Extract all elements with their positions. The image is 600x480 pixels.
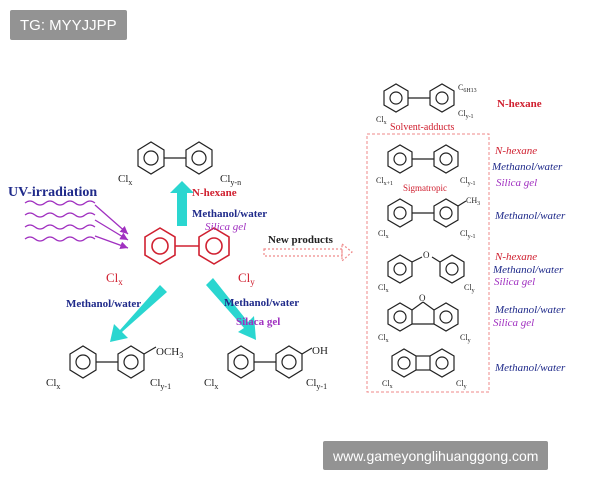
left-product-och3: OCH3 <box>156 346 183 360</box>
row-4-cond-1: Methanol/water <box>494 304 566 316</box>
center-cl-right: Cly <box>238 270 255 287</box>
row-1-cl-left: Clx+1 <box>376 176 393 187</box>
row-4-bridge-o: O <box>419 293 426 303</box>
left-product-molecule: OCH3 Clx Cly-1 <box>46 345 183 391</box>
row-2-ch3: CH3 <box>466 196 480 207</box>
arrow-down-right <box>206 278 256 340</box>
new-products-box <box>366 133 490 393</box>
adduct-cl-right: Cly-1 <box>458 109 474 120</box>
row-2-cl-right: Cly-1 <box>460 229 476 240</box>
center-cl-left: Clx <box>106 270 123 287</box>
row-5-cond-1: Methanol/water <box>494 362 566 374</box>
row-3-cond-1: N-hexane <box>494 251 537 263</box>
row-2-cond-1: Methanol/water <box>494 210 566 222</box>
adduct-cond-hexane: N-hexane <box>497 98 542 110</box>
adduct-cl-left: Clx <box>376 115 387 126</box>
row-1-cond-3: Silica gel <box>496 177 537 189</box>
row-4-cond-2: Silica gel <box>493 317 534 329</box>
row-3-cond-2: Methanol/water <box>492 264 564 276</box>
right-cond-methanol: Methanol/water <box>224 297 299 309</box>
row-1-cond-1: N-hexane <box>494 145 537 157</box>
arrow-up <box>170 181 194 226</box>
row-5-molecule: Clx Cly <box>382 348 467 390</box>
row-3-molecule: O Clx Cly <box>378 250 475 294</box>
left-product-cl-left: Clx <box>46 377 60 391</box>
row-1-cl-right: Cly-1 <box>460 176 476 187</box>
top-cond-methanol: Methanol/water <box>192 208 267 220</box>
row-2-cl-left: Clx <box>378 229 389 240</box>
row-3-cond-3: Silica gel <box>494 276 535 288</box>
top-branch: N-hexane Methanol/water Silica gel Clx C… <box>118 141 267 233</box>
watermark-bottom: www.gameyonglihuanggong.com <box>323 441 549 470</box>
row-5-cl-right: Cly <box>456 379 467 390</box>
row-1-molecule: Clx+1 Cly-1 Sigmatropic <box>376 144 476 193</box>
row-3-bridge-o: O <box>423 250 430 260</box>
row-4-cl-left: Clx <box>378 333 389 344</box>
row-1-cond-2: Methanol/water <box>491 161 563 173</box>
top-product-cl-left: Clx <box>118 173 132 187</box>
row-4-cl-right: Cly <box>460 333 471 344</box>
right-panel: C6H13 Cly-1 Clx N-hexane Solvent-adducts… <box>366 83 566 393</box>
top-product-molecule: Clx Cly-n <box>118 141 241 187</box>
new-products-arrow: New products <box>263 234 353 263</box>
watermark-top: TG: MYYJJPP <box>10 10 127 40</box>
row-5-cl-left: Clx <box>382 379 393 390</box>
top-product-cl-right: Cly-n <box>220 173 241 187</box>
solvent-adducts-label: Solvent-adducts <box>390 122 455 133</box>
new-products-label: New products <box>268 234 334 246</box>
right-cond-silica: Silaca gel <box>236 316 280 328</box>
center-pcb-molecule: Clx Cly <box>106 227 255 287</box>
row-3-cl-right: Cly <box>464 283 475 294</box>
row-2-molecule: CH3 Clx Cly-1 <box>378 196 480 240</box>
row-1-note: Sigmatropic <box>403 183 447 193</box>
left-product-cl-right: Cly-1 <box>150 377 171 391</box>
solvent-adduct-molecule: C6H13 Cly-1 Clx <box>376 83 477 126</box>
right-product-cl-left: Clx <box>204 377 218 391</box>
left-cond: Methanol/water <box>66 298 141 310</box>
row-4-molecule: O Clx Cly <box>378 293 471 344</box>
row-3-cl-left: Clx <box>378 283 389 294</box>
right-branch: Methanol/water Silaca gel OH Clx Cly-1 <box>204 278 328 391</box>
adduct-c6h13: C6H13 <box>458 83 477 94</box>
right-product-molecule: OH Clx Cly-1 <box>204 345 328 391</box>
top-cond-silica: Silica gel <box>205 221 246 233</box>
right-product-oh: OH <box>312 345 328 357</box>
uv-irradiation: UV-irradiation <box>8 185 129 249</box>
uv-label: UV-irradiation <box>8 185 97 200</box>
arrow-down-left <box>110 285 167 342</box>
right-product-cl-right: Cly-1 <box>306 377 327 391</box>
left-branch: Methanol/water OCH3 Clx Cly-1 <box>46 285 183 391</box>
top-cond-hexane: N-hexane <box>192 187 237 199</box>
